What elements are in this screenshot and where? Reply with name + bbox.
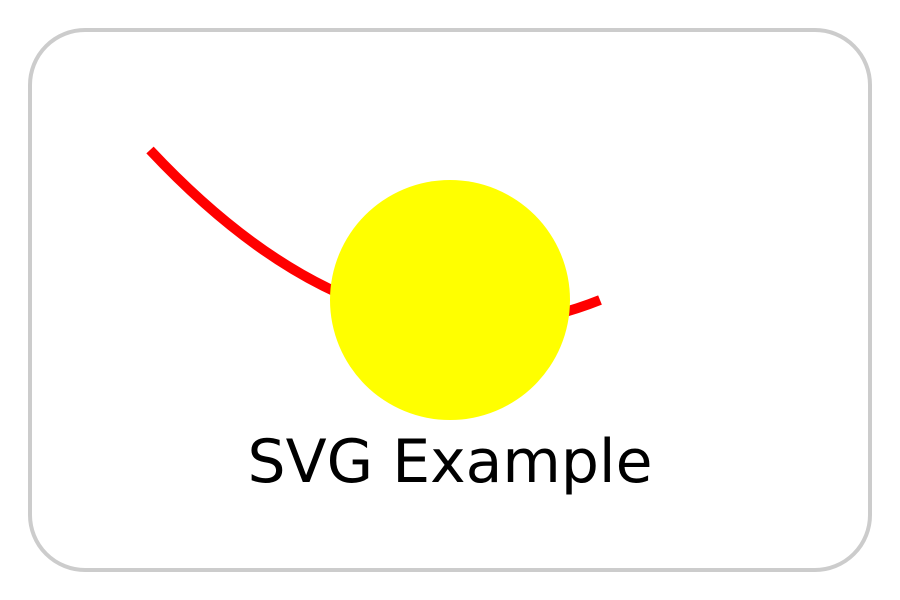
caption-text: SVG Example [248,427,653,497]
yellow-circle [330,180,570,420]
